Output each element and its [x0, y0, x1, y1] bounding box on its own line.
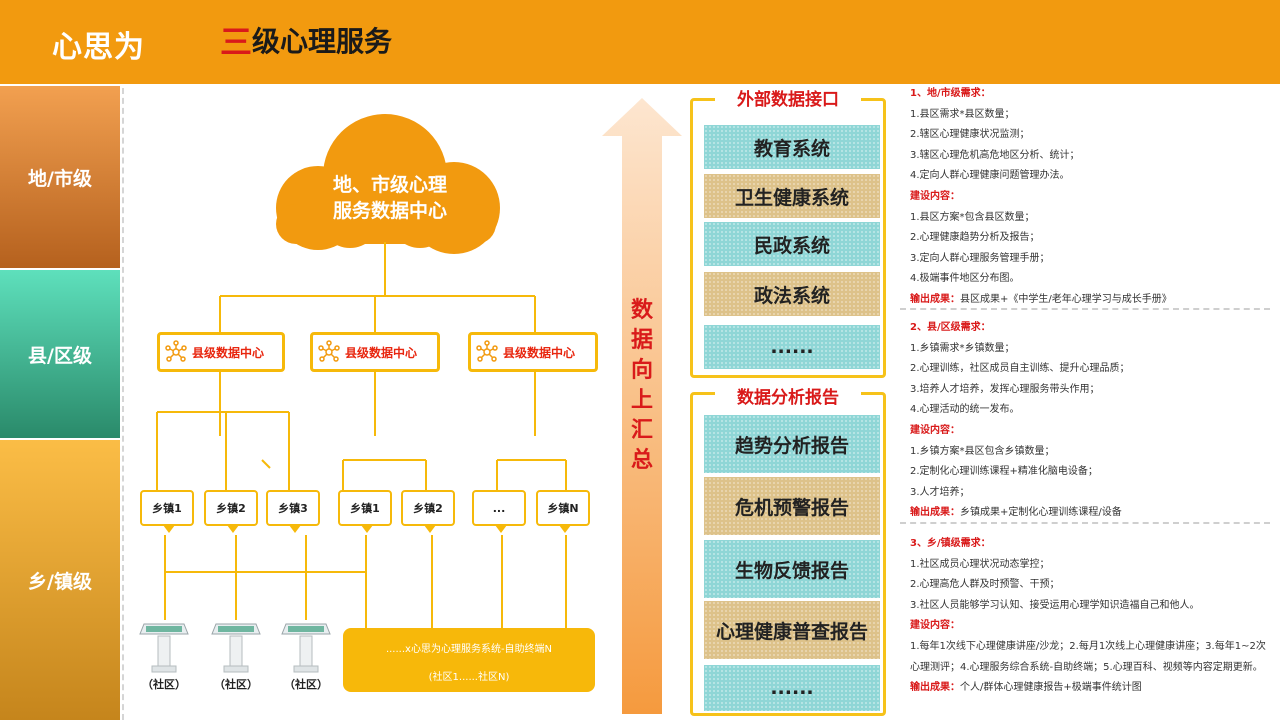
notes-town-section: 3、乡/镇级需求： 1.社区成员心理状况动态掌控； 2.心理高危人群及时预警、干… — [900, 534, 1270, 720]
notes-build-heading: 建设内容： — [910, 620, 960, 632]
analysis-report-panel-title: 数据分析报告 — [715, 385, 861, 411]
self-service-terminal-box: ......x心思为心理服务系统-自助终端N (社区1......社区N) — [343, 628, 595, 692]
kiosk-label: （社区） — [284, 678, 328, 691]
notes-item: 2.定制化心理训练课程+精准化脑电设备； — [910, 466, 1098, 478]
arrow-char: 向 — [630, 358, 653, 383]
kiosk-label: （社区） — [214, 678, 258, 691]
header-bar: 心思为 三 级心理服务 — [0, 0, 1280, 84]
county-data-center-label: 县级数据中心 — [503, 345, 576, 360]
notes-item: 1.县区方案*包含县区数量； — [910, 211, 1035, 223]
notes-item: 3.社区人员能够学习认知、接受运用心理学知识造福自己和他人。 — [910, 599, 1200, 611]
notes-item: 1.县区需求*县区数量； — [910, 108, 1015, 120]
town-box-6: ... — [472, 490, 526, 533]
notes-item: 1.乡镇需求*乡镇数量； — [910, 342, 1015, 354]
notes-output-value: 县区成果+《中学生/老年心理学习与成长手册》 — [960, 293, 1172, 305]
notes-build-heading: 建设内容： — [910, 190, 960, 202]
notes-item: 3.定向人群心理服务管理手册； — [910, 252, 1050, 264]
notes-output: 输出成果：乡镇成果+定制化心理训练课程/设备 — [900, 503, 1270, 524]
notes-item: 4.定向人群心理健康问题管理办法。 — [910, 170, 1070, 182]
network-hub-icon — [476, 340, 498, 362]
county-data-center-2: 县级数据中心 — [310, 332, 440, 372]
network-hub-icon — [165, 340, 187, 362]
level-county-band: 县/区级 — [0, 270, 120, 438]
requirements-notes: 1、地/市级需求： 1.县区需求*县区数量； 2.辖区心理健康状况监测； 3.辖… — [900, 84, 1272, 720]
notes-output-key: 输出成果： — [910, 293, 960, 305]
notes-item: 2.心理训练，社区成员自主训练、提升心理品质； — [910, 363, 1130, 375]
notes-heading: 1、地/市级需求： — [910, 88, 991, 99]
system-item-civil-affairs: 民政系统 — [704, 222, 880, 266]
notes-item: 3.辖区心理危机高危地区分析、统计； — [910, 149, 1080, 161]
upward-arrow-icon — [602, 98, 682, 714]
arrow-char: 据 — [630, 328, 653, 353]
terminal-line1: ......x心思为心理服务系统-自助终端N — [385, 644, 553, 655]
external-data-panel-title: 外部数据接口 — [715, 87, 861, 113]
county-data-center-label: 县级数据中心 — [192, 345, 265, 360]
notes-output-key: 输出成果： — [910, 682, 960, 694]
county-data-center-label: 县级数据中心 — [345, 345, 418, 360]
town-box-5: 乡镇2 — [401, 490, 455, 533]
notes-item: 3.人才培养； — [910, 486, 970, 498]
town-box-7: 乡镇N — [536, 490, 590, 533]
notes-item: 4.心理活动的统一发布。 — [910, 404, 1020, 416]
town-box-4: 乡镇1 — [338, 490, 392, 533]
report-item-crisis: 危机预警报告 — [704, 477, 880, 535]
town-box-2: 乡镇2 — [204, 490, 258, 533]
county-data-center-1: 县级数据中心 — [157, 332, 285, 372]
report-item-more: ...... — [704, 665, 880, 711]
notes-item: 1.每年1次线下心理健康讲座/沙龙；2.每月1次线上心理健康讲座；3.每年1~2… — [910, 640, 1266, 673]
city-data-center-line1: 地、市级心理 — [332, 174, 447, 196]
arrow-char: 汇 — [630, 418, 653, 443]
town-box-3: 乡镇3 — [266, 490, 320, 533]
notes-item: 2.心理健康趋势分析及报告； — [910, 232, 1040, 244]
notes-heading: 2、县/区级需求： — [910, 322, 991, 333]
cloud-shape — [276, 114, 500, 254]
notes-output-value: 个人/群体心理健康报告+极端事件统计图 — [960, 682, 1142, 694]
kiosk-label: （社区） — [142, 678, 186, 691]
system-item-politics-law: 政法系统 — [704, 272, 880, 316]
network-hub-icon — [318, 340, 340, 362]
page-title-accent: 三 — [220, 23, 253, 61]
notes-output-value: 乡镇成果+定制化心理训练课程/设备 — [960, 507, 1122, 519]
level-town-band: 乡/镇级 — [0, 440, 120, 720]
data-upward-label: 数 据 向 上 汇 总 — [624, 296, 660, 476]
report-item-census: 心理健康普查报告 — [704, 601, 880, 659]
brand-logo: 心思为 — [52, 30, 145, 65]
notes-county-section: 2、县/区级需求： 1.乡镇需求*乡镇数量； 2.心理训练，社区成员自主训练、提… — [900, 318, 1270, 524]
notes-item: 4.极端事件地区分布图。 — [910, 273, 1020, 285]
page-title-text: 级心理服务 — [252, 25, 393, 58]
report-item-biofeedback: 生物反馈报告 — [704, 540, 880, 598]
arrow-char: 总 — [630, 448, 653, 473]
notes-item: 1.乡镇方案*县区包含乡镇数量； — [910, 445, 1055, 457]
city-data-center-line2: 服务数据中心 — [332, 200, 447, 222]
page-title: 三 级心理服务 — [220, 22, 392, 62]
kiosk-terminal-icon — [281, 623, 331, 673]
notes-build-heading: 建设内容： — [910, 424, 960, 436]
analysis-report-panel: 数据分析报告 趋势分析报告 危机预警报告 生物反馈报告 心理健康普查报告 ...… — [690, 385, 886, 716]
notes-item: 2.辖区心理健康状况监测； — [910, 129, 1030, 141]
notes-city-section: 1、地/市级需求： 1.县区需求*县区数量； 2.辖区心理健康状况监测； 3.辖… — [900, 84, 1270, 310]
county-data-center-3: 县级数据中心 — [468, 332, 598, 372]
divider-line — [122, 88, 124, 720]
terminal-line2: (社区1......社区N) — [428, 672, 510, 683]
system-item-health: 卫生健康系统 — [704, 174, 880, 218]
external-data-panel: 外部数据接口 教育系统 卫生健康系统 民政系统 政法系统 ...... — [690, 87, 886, 378]
city-data-center: 地、市级心理 服务数据中心 — [270, 172, 510, 224]
system-item-more: ...... — [704, 325, 880, 369]
system-item-education: 教育系统 — [704, 125, 880, 169]
notes-heading: 3、乡/镇级需求： — [910, 538, 991, 549]
hierarchy-connectors — [156, 114, 567, 628]
arrow-char: 上 — [630, 388, 653, 413]
notes-item: 3.培养人才培养，发挥心理服务带头作用； — [910, 383, 1100, 395]
report-item-trend: 趋势分析报告 — [704, 415, 880, 473]
kiosk-terminal-icon — [139, 623, 189, 673]
notes-output: 输出成果：县区成果+《中学生/老年心理学习与成长手册》 — [900, 290, 1270, 311]
notes-output: 输出成果：个人/群体心理健康报告+极端事件统计图 — [900, 678, 1270, 699]
notes-item: 2.心理高危人群及时预警、干预； — [910, 579, 1060, 591]
arrow-char: 数 — [630, 298, 653, 323]
notes-output-key: 输出成果： — [910, 507, 960, 519]
kiosk-terminal-icon — [211, 623, 261, 673]
level-city-band: 地/市级 — [0, 86, 120, 268]
town-box-1: 乡镇1 — [140, 490, 194, 533]
notes-item: 1.社区成员心理状况动态掌控； — [910, 558, 1050, 570]
